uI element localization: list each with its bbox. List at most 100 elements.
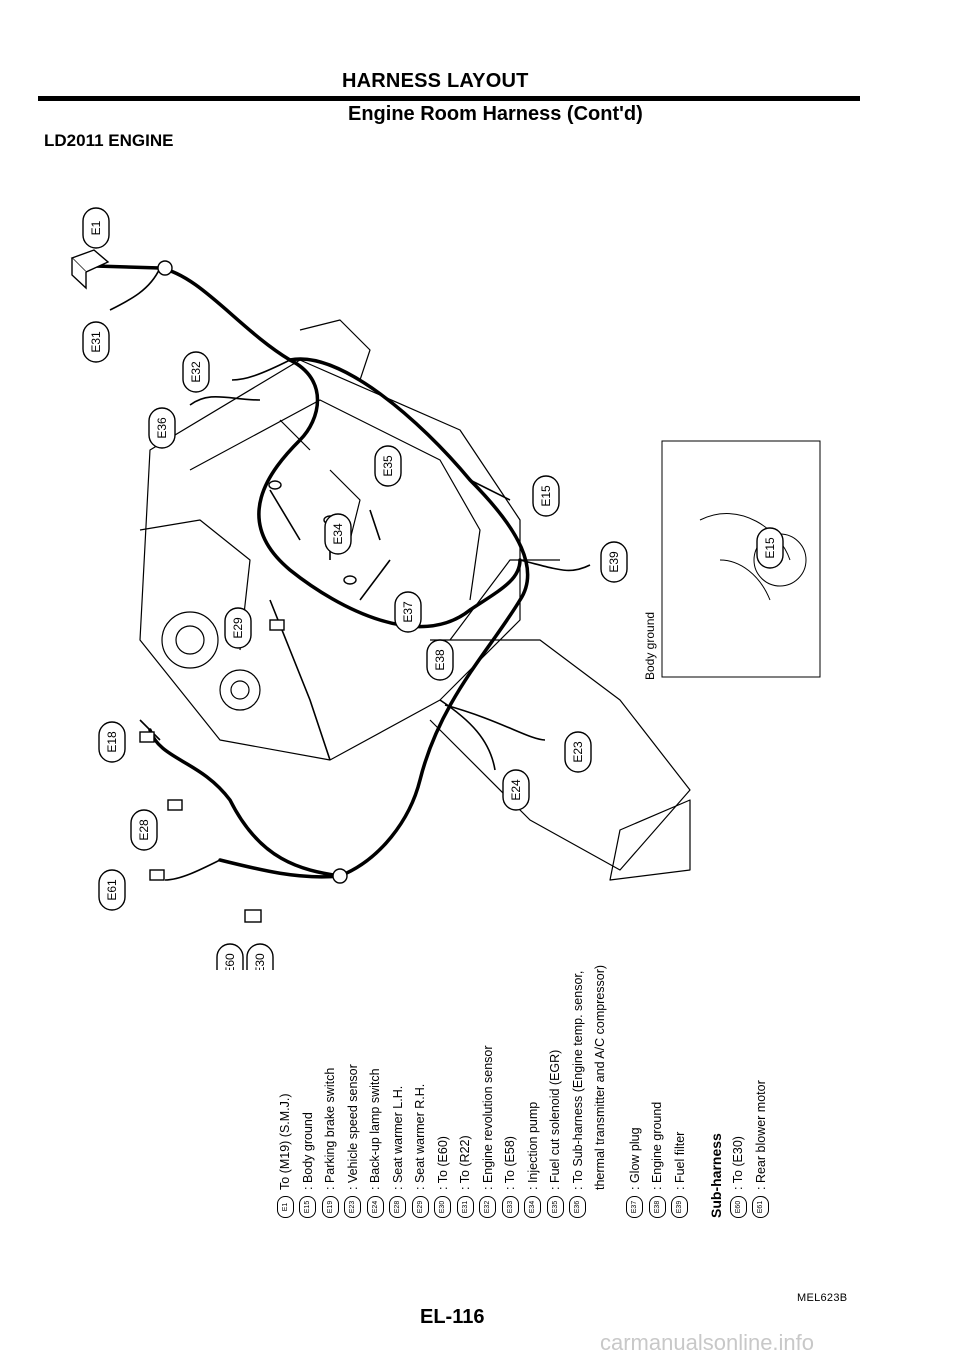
- svg-text:E38: E38: [433, 649, 447, 671]
- legend-desc: : Engine ground: [650, 1101, 664, 1190]
- legend-code: E19: [321, 1196, 339, 1218]
- legend-row: E34 : Injection pump: [522, 965, 545, 1218]
- legend-row: E15: Body ground: [297, 965, 320, 1218]
- legend-desc: : Seat warmer R.H.: [413, 1083, 427, 1190]
- legend-desc: : Glow plug: [627, 1127, 642, 1190]
- connector-e38: E38: [426, 639, 454, 681]
- legend-row: E61 : Rear blower motor: [750, 965, 773, 1218]
- svg-text:E36: E36: [155, 417, 169, 439]
- legend-desc: : To Sub-harness (Engine temp. sensor,: [570, 970, 585, 1190]
- legend-desc: : Injection pump: [525, 1101, 540, 1190]
- connector-e60: E60: [216, 943, 244, 970]
- svg-text:E15: E15: [539, 485, 553, 507]
- svg-text:E34: E34: [331, 523, 345, 545]
- legend-code: E34: [524, 1196, 542, 1218]
- connector-e28: E28: [130, 809, 158, 851]
- legend-row: E36 : To Sub-harness (Engine temp. sensor…: [567, 965, 590, 1218]
- connector-e1: E1: [82, 207, 110, 249]
- connector-e35: E35: [374, 445, 402, 487]
- legend-code: E39: [671, 1196, 689, 1218]
- legend-code: E1: [276, 1196, 294, 1218]
- connector-e37: E37: [394, 591, 422, 633]
- svg-text:E28: E28: [137, 819, 151, 841]
- legend-code: E60: [729, 1196, 747, 1218]
- legend-desc: : Seat warmer L.H.: [390, 1085, 405, 1190]
- legend-row: E19 : Parking brake switch: [319, 965, 342, 1218]
- sub-harness-heading: Sub-harness: [708, 1133, 724, 1218]
- branch-wires: [109, 267, 591, 881]
- legend-code: E36: [569, 1196, 587, 1218]
- svg-text:E24: E24: [509, 779, 523, 801]
- legend-code: E61: [752, 1196, 770, 1218]
- connector-e39: E39: [600, 541, 628, 583]
- svg-text:E1: E1: [89, 220, 103, 235]
- svg-text:E23: E23: [571, 741, 585, 763]
- harness-diagram: Body ground E1E31E32E36E35E15E34E39E37E2…: [70, 207, 821, 970]
- legend-desc: : To (E58): [503, 1136, 517, 1190]
- svg-text:E35: E35: [381, 455, 395, 477]
- legend-desc: : Back-up lamp switch: [368, 1068, 382, 1190]
- svg-text:E61: E61: [105, 879, 119, 901]
- legend-row: E39 : Fuel filter: [669, 965, 692, 1218]
- connector-e15: E15: [532, 475, 560, 517]
- legend-desc: : Body ground: [300, 1112, 315, 1190]
- svg-text:E37: E37: [401, 601, 415, 623]
- legend-desc: : To (E30): [731, 1136, 745, 1190]
- legend-row: E24: Back-up lamp switch: [364, 965, 387, 1218]
- svg-text:E29: E29: [231, 617, 245, 639]
- connector-e34: E34: [324, 513, 352, 555]
- inset-box: [661, 440, 821, 678]
- engine-label: LD2011 ENGINE: [44, 131, 174, 150]
- svg-text:E15: E15: [763, 537, 777, 559]
- page-title: HARNESS LAYOUT: [342, 70, 529, 92]
- legend-code: E35: [546, 1196, 564, 1218]
- legend-desc: : Engine revolution sensor: [480, 1045, 495, 1190]
- legend-code: E28: [389, 1196, 407, 1218]
- legend-row: thermal transmitter and A/C compressor): [589, 965, 612, 1218]
- connector-e24: E24: [502, 769, 530, 811]
- legend-desc: : Parking brake switch: [323, 1067, 337, 1190]
- connector-e15: E15: [756, 527, 784, 569]
- connector-e18: E18: [98, 721, 126, 763]
- legend-row: E60 : To (E30): [727, 965, 750, 1218]
- svg-text:E39: E39: [607, 551, 621, 573]
- connector-e61: E61: [98, 869, 126, 911]
- svg-text:E31: E31: [89, 331, 103, 353]
- legend-row: E33 : To (E58): [499, 965, 522, 1218]
- legend-row: E38 : Engine ground: [646, 965, 669, 1218]
- legend-desc: thermal transmitter and A/C compressor): [593, 964, 607, 1190]
- legend-code: E31: [456, 1196, 474, 1218]
- legend-row: E31 : To (R22): [454, 965, 477, 1218]
- connector-e36: E36: [148, 407, 176, 449]
- legend-desc: : Fuel filter: [672, 1131, 687, 1190]
- inset-label: Body ground: [643, 612, 657, 680]
- legend-code: E30: [434, 1196, 452, 1218]
- legend-desc: : To (E60): [435, 1136, 450, 1190]
- legend-code: E33: [501, 1196, 519, 1218]
- legend-row: E28 : Seat warmer L.H.: [387, 965, 410, 1218]
- legend-code: E23: [344, 1196, 362, 1218]
- legend-row: E37 : Glow plug: [624, 965, 647, 1218]
- connector-e32: E32: [182, 351, 210, 393]
- page-subtitle: Engine Room Harness (Cont'd): [348, 103, 643, 125]
- svg-text:E18: E18: [105, 731, 119, 753]
- watermark: carmanualsonline.info: [600, 1330, 815, 1355]
- legend-row: E30 : To (E60): [432, 965, 455, 1218]
- legend-desc: : Fuel cut solenoid (EGR): [548, 1049, 562, 1190]
- legend-row: E35 : Fuel cut solenoid (EGR): [544, 965, 567, 1218]
- legend-desc: : To (R22): [458, 1135, 472, 1190]
- legend-row: E32: Engine revolution sensor: [477, 965, 500, 1218]
- svg-text:E60: E60: [223, 953, 237, 970]
- engine-outline: [139, 319, 691, 881]
- connector-e31: E31: [82, 321, 110, 363]
- connector-e30: E30: [246, 943, 274, 970]
- legend-row: E23: Vehicle speed sensor: [342, 965, 365, 1218]
- connector-e29: E29: [224, 607, 252, 649]
- legend-desc: : Rear blower motor: [753, 1080, 768, 1190]
- legend-code: E37: [626, 1196, 644, 1218]
- legend-code: E38: [648, 1196, 666, 1218]
- legend-row: E29: Seat warmer R.H.: [409, 965, 432, 1218]
